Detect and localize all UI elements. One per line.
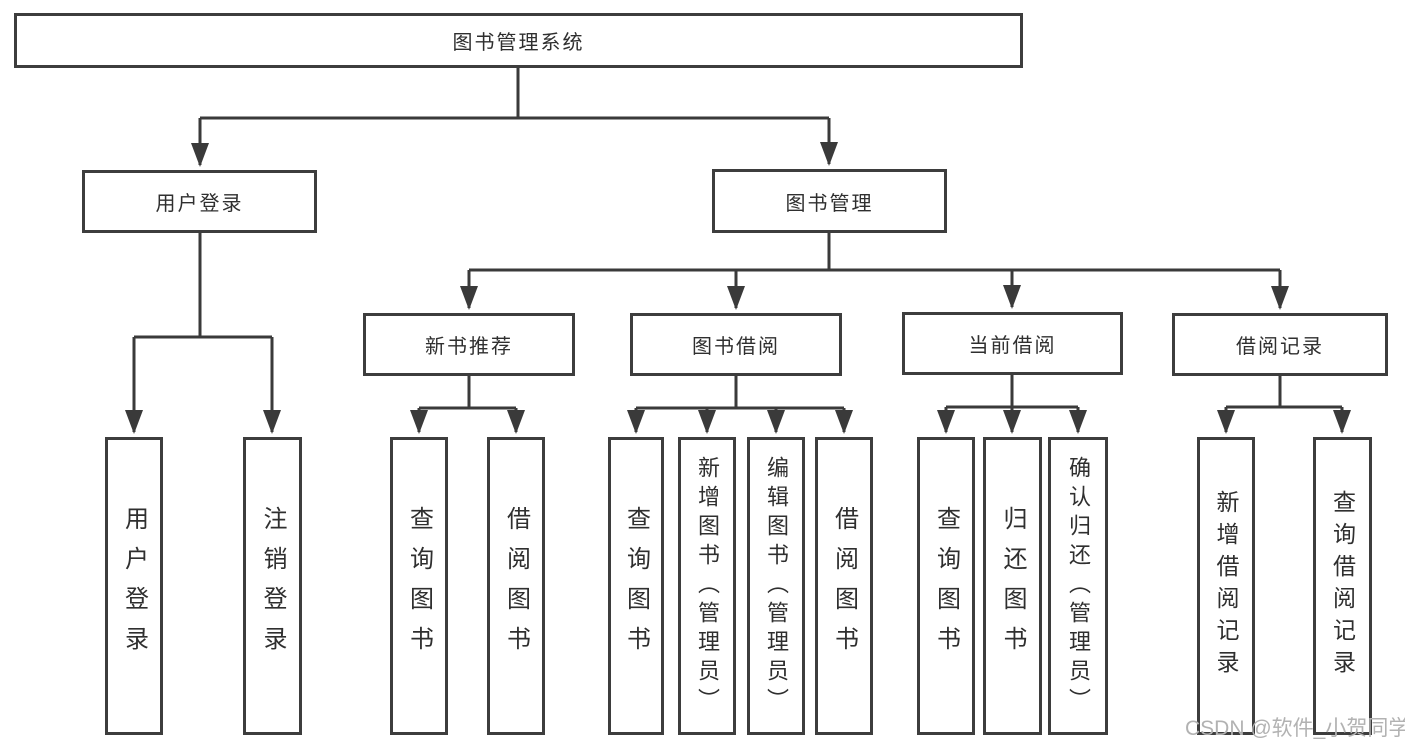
connector-current-borrow-trunk bbox=[946, 375, 1078, 409]
node-label: 图书管理系统 bbox=[452, 32, 585, 54]
leaf-user-login: 用户登录 bbox=[105, 437, 163, 735]
node-current-borrowing: 当前借阅 bbox=[902, 312, 1123, 375]
node-book-borrowing: 图书借阅 bbox=[630, 313, 842, 376]
node-label: 图书借阅 bbox=[692, 336, 780, 358]
node-new-book-recommendation: 新书推荐 bbox=[363, 313, 575, 376]
node-borrowing-records: 借阅记录 bbox=[1172, 313, 1388, 376]
leaf-logout: 注销登录 bbox=[243, 437, 302, 735]
node-label: 注销登录 bbox=[259, 506, 286, 666]
node-label: 查询图书 bbox=[405, 506, 433, 666]
leaf-borrow-books-2: 借阅图书 bbox=[815, 437, 873, 735]
leaf-edit-books-admin: 编辑图书（管理员） bbox=[747, 437, 805, 735]
node-user-login: 用户登录 bbox=[82, 170, 317, 233]
leaf-confirm-return-admin: 确认归还（管理员） bbox=[1048, 437, 1108, 735]
leaf-return-books: 归还图书 bbox=[983, 437, 1042, 735]
node-label: 归还图书 bbox=[999, 506, 1026, 666]
node-label: 图书管理 bbox=[785, 192, 874, 215]
node-label: 借阅记录 bbox=[1236, 336, 1324, 358]
node-label: 新增图书（管理员） bbox=[695, 455, 720, 717]
node-label: 当前借阅 bbox=[968, 335, 1057, 357]
node-label: 用户登录 bbox=[155, 193, 244, 215]
node-label: 新增借阅记录 bbox=[1213, 490, 1239, 682]
node-label: 查询图书 bbox=[622, 506, 650, 666]
leaf-query-borrow-record: 查询借阅记录 bbox=[1313, 437, 1372, 735]
node-label: 编辑图书（管理员） bbox=[764, 455, 789, 717]
leaf-query-books-2: 查询图书 bbox=[608, 437, 664, 735]
node-label: 查询图书 bbox=[932, 506, 960, 666]
leaf-borrow-books-1: 借阅图书 bbox=[487, 437, 545, 735]
node-label: 查询借阅记录 bbox=[1329, 490, 1356, 682]
node-label: 新书推荐 bbox=[425, 336, 513, 358]
leaf-add-books-admin: 新增图书（管理员） bbox=[678, 437, 736, 735]
node-label: 确认归还（管理员） bbox=[1066, 455, 1091, 717]
connector-book-borrow-trunk bbox=[636, 376, 844, 410]
leaf-add-borrow-record: 新增借阅记录 bbox=[1197, 437, 1255, 735]
node-label: 用户登录 bbox=[120, 506, 148, 666]
leaf-query-books-1: 查询图书 bbox=[390, 437, 448, 735]
node-label: 借阅图书 bbox=[502, 506, 530, 666]
node-label: 借阅图书 bbox=[830, 506, 858, 666]
connector-root-trunk bbox=[200, 68, 829, 120]
connector-user-login-trunk bbox=[134, 233, 272, 339]
node-library-management-system: 图书管理系统 bbox=[14, 13, 1023, 68]
leaf-query-books-3: 查询图书 bbox=[917, 437, 975, 735]
csdn-watermark: CSDN @软件_小贺同学 bbox=[1185, 717, 1405, 740]
connector-book-mgmt-trunk bbox=[469, 233, 1280, 272]
connector-borrow-records-trunk bbox=[1226, 376, 1342, 409]
connector-new-book-trunk bbox=[419, 376, 516, 410]
node-book-management: 图书管理 bbox=[712, 169, 947, 233]
